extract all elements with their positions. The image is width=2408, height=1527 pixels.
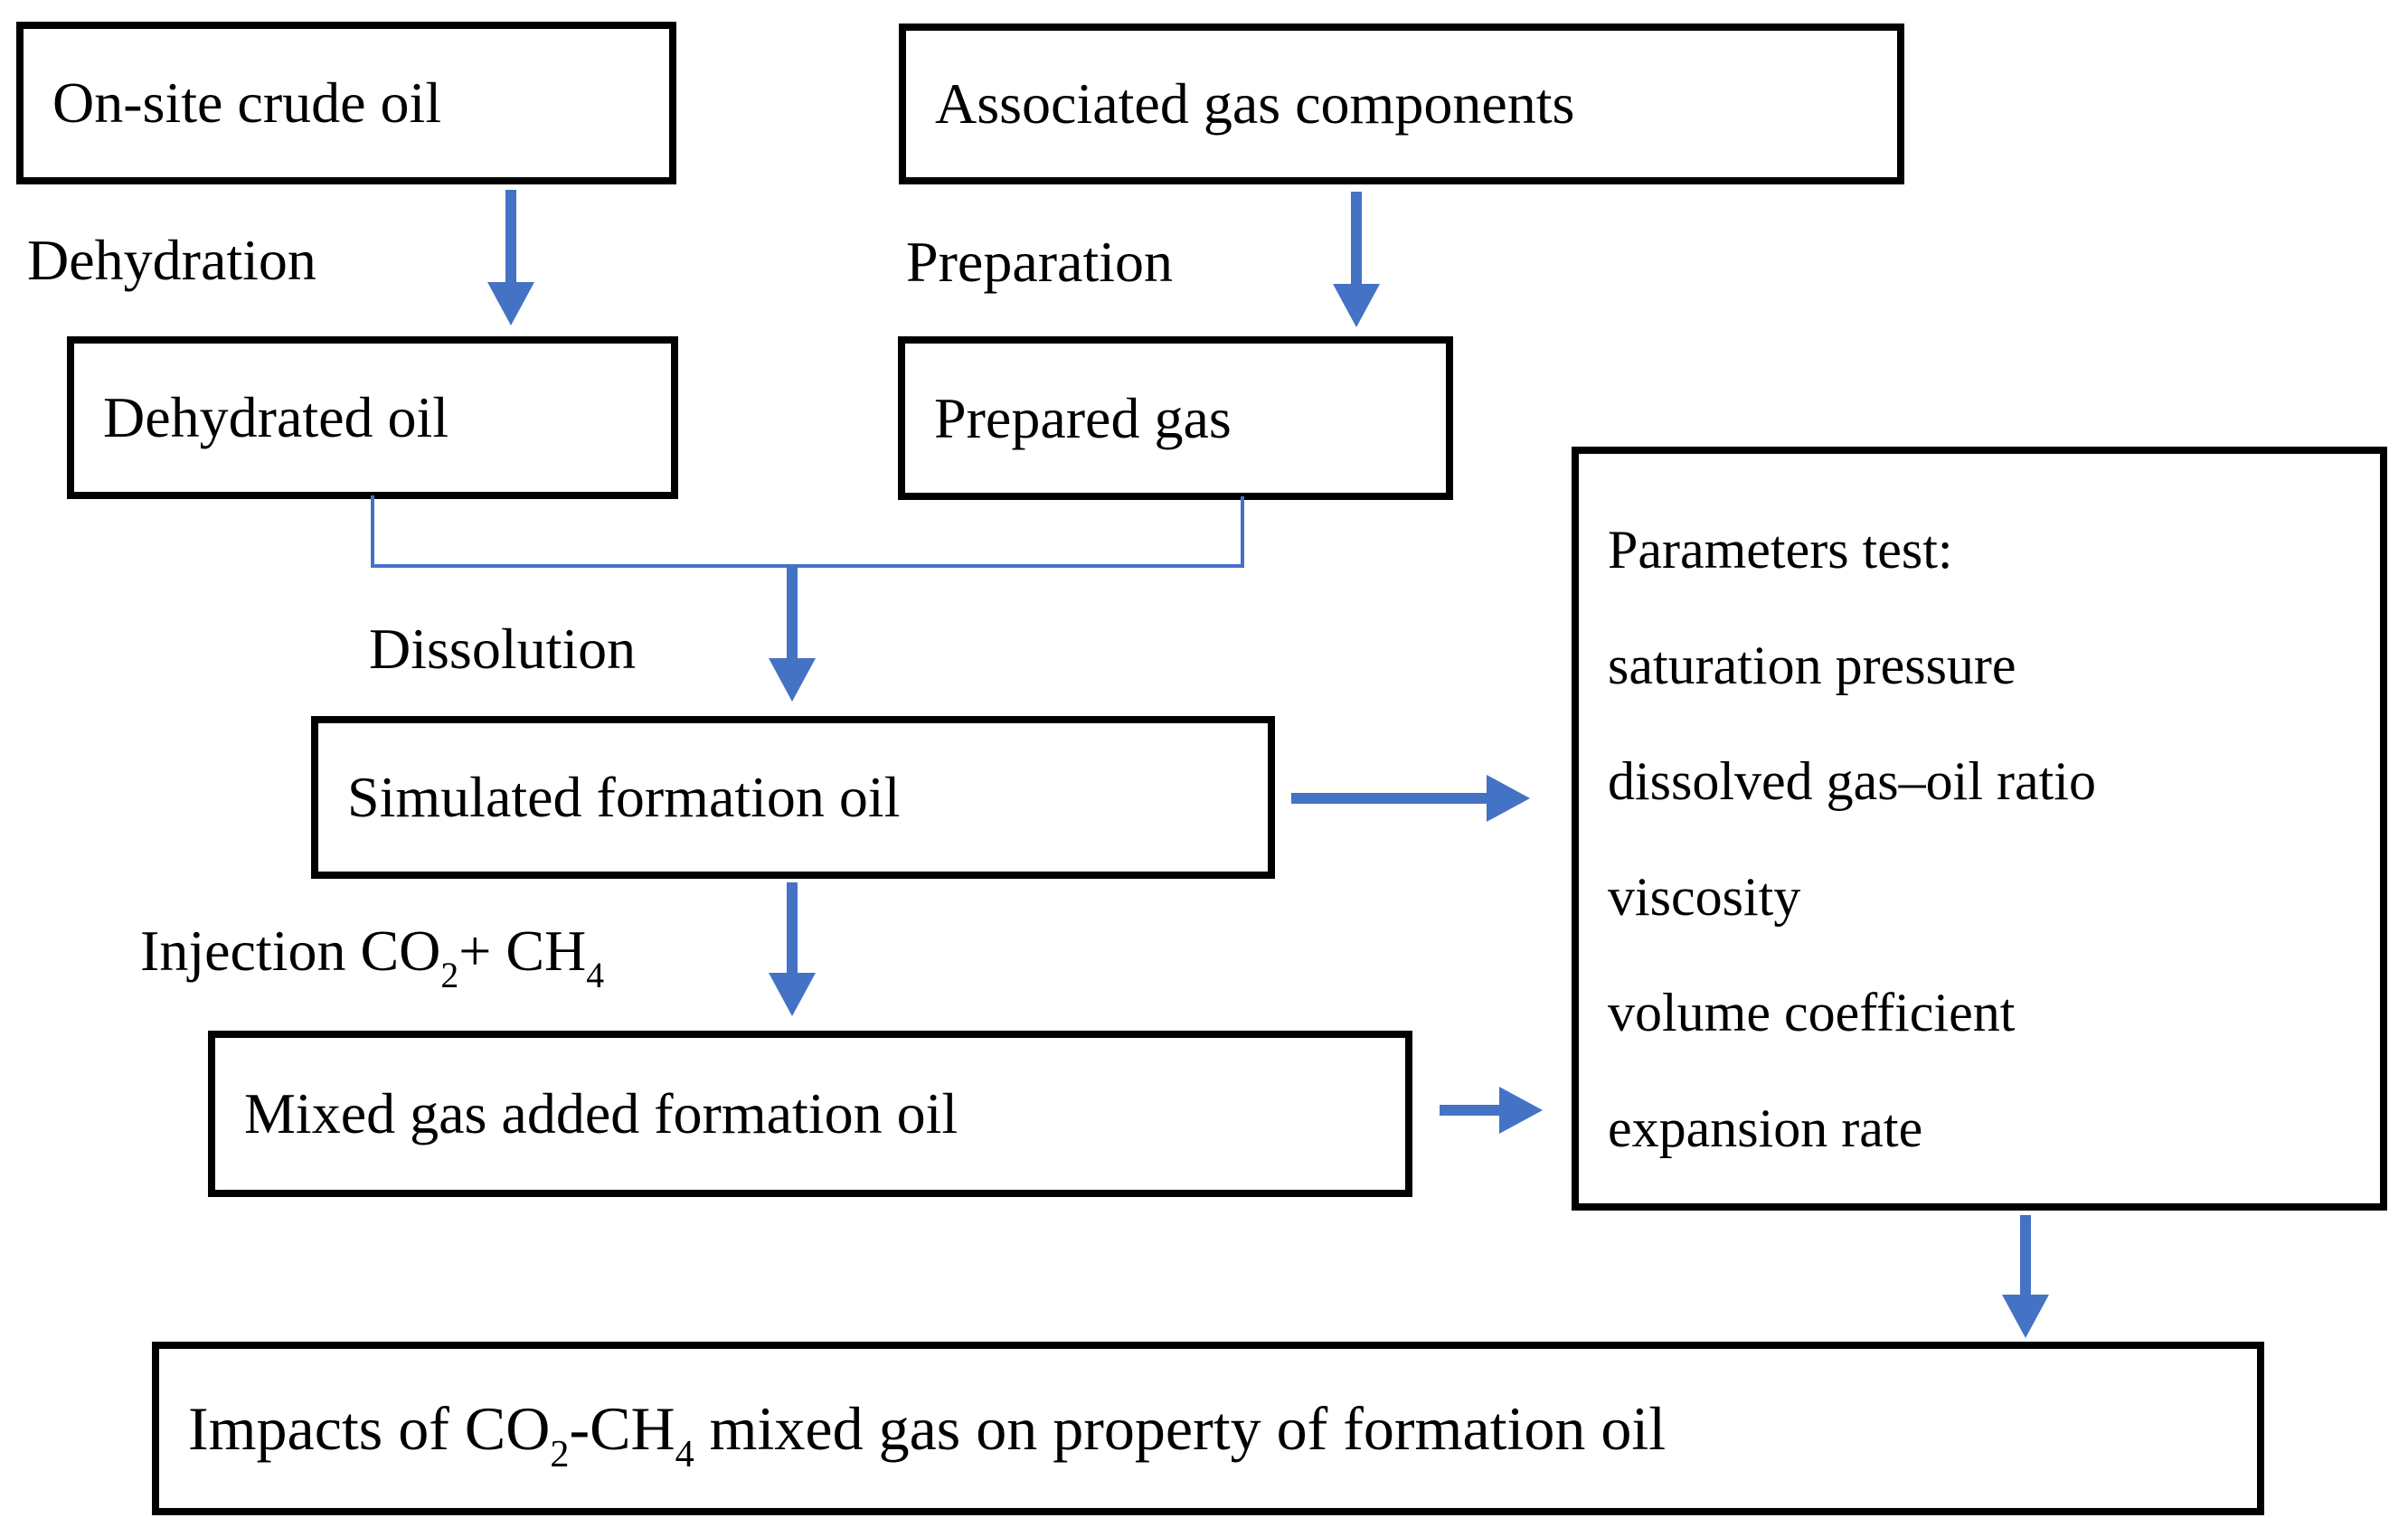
arrow-simulated-to-parameters-icon — [1291, 775, 1530, 822]
arrow-preparation-icon — [1333, 192, 1380, 327]
parameters-title: Parameters test: — [1608, 519, 1953, 580]
panel-parameters-test: Parameters test: saturation pressure dis… — [1572, 447, 2387, 1211]
node-dehydrated-oil: Dehydrated oil — [67, 336, 678, 499]
node-mixed-gas-formation-oil: Mixed gas added formation oil — [208, 1031, 1412, 1197]
label-dehydration: Dehydration — [27, 228, 316, 292]
arrow-injection-icon — [769, 882, 816, 1016]
node-prepared-gas-label: Prepared gas — [934, 385, 1232, 450]
node-dehydrated-oil-label: Dehydrated oil — [103, 385, 449, 449]
node-onsite-crude-oil-label: On-site crude oil — [52, 71, 442, 135]
parameter-item: viscosity — [1608, 866, 1801, 927]
node-associated-gas-components: Associated gas components — [899, 24, 1904, 184]
node-onsite-crude-oil: On-site crude oil — [16, 22, 676, 184]
parameter-item: expansion rate — [1608, 1098, 1923, 1158]
parameter-item: volume coefficient — [1608, 982, 2016, 1042]
arrow-dissolution-icon — [769, 568, 816, 702]
arrow-mixed-to-parameters-icon — [1440, 1087, 1543, 1134]
node-simulated-formation-oil: Simulated formation oil — [311, 716, 1275, 879]
connector-merge-line — [371, 564, 1244, 568]
connector-dehydrated-drop-line — [371, 495, 374, 568]
parameter-item: dissolved gas–oil ratio — [1608, 750, 2096, 811]
node-impacts-conclusion-label: Impacts of CO2-CH4 mixed gas on property… — [188, 1393, 1667, 1476]
label-preparation: Preparation — [906, 230, 1173, 294]
node-impacts-conclusion: Impacts of CO2-CH4 mixed gas on property… — [152, 1342, 2264, 1515]
parameter-item: saturation pressure — [1608, 635, 2016, 695]
label-injection-co2-ch4: Injection CO2+ CH4 — [140, 919, 605, 995]
node-associated-gas-components-label: Associated gas components — [935, 71, 1575, 136]
connector-prepared-drop-line — [1241, 496, 1244, 568]
arrow-dehydration-icon — [487, 190, 534, 325]
node-simulated-formation-oil-label: Simulated formation oil — [347, 765, 901, 829]
node-prepared-gas: Prepared gas — [898, 336, 1453, 500]
label-dissolution: Dissolution — [369, 617, 637, 681]
arrow-parameters-to-impacts-icon — [2002, 1215, 2049, 1338]
node-mixed-gas-formation-oil-label: Mixed gas added formation oil — [244, 1081, 958, 1145]
